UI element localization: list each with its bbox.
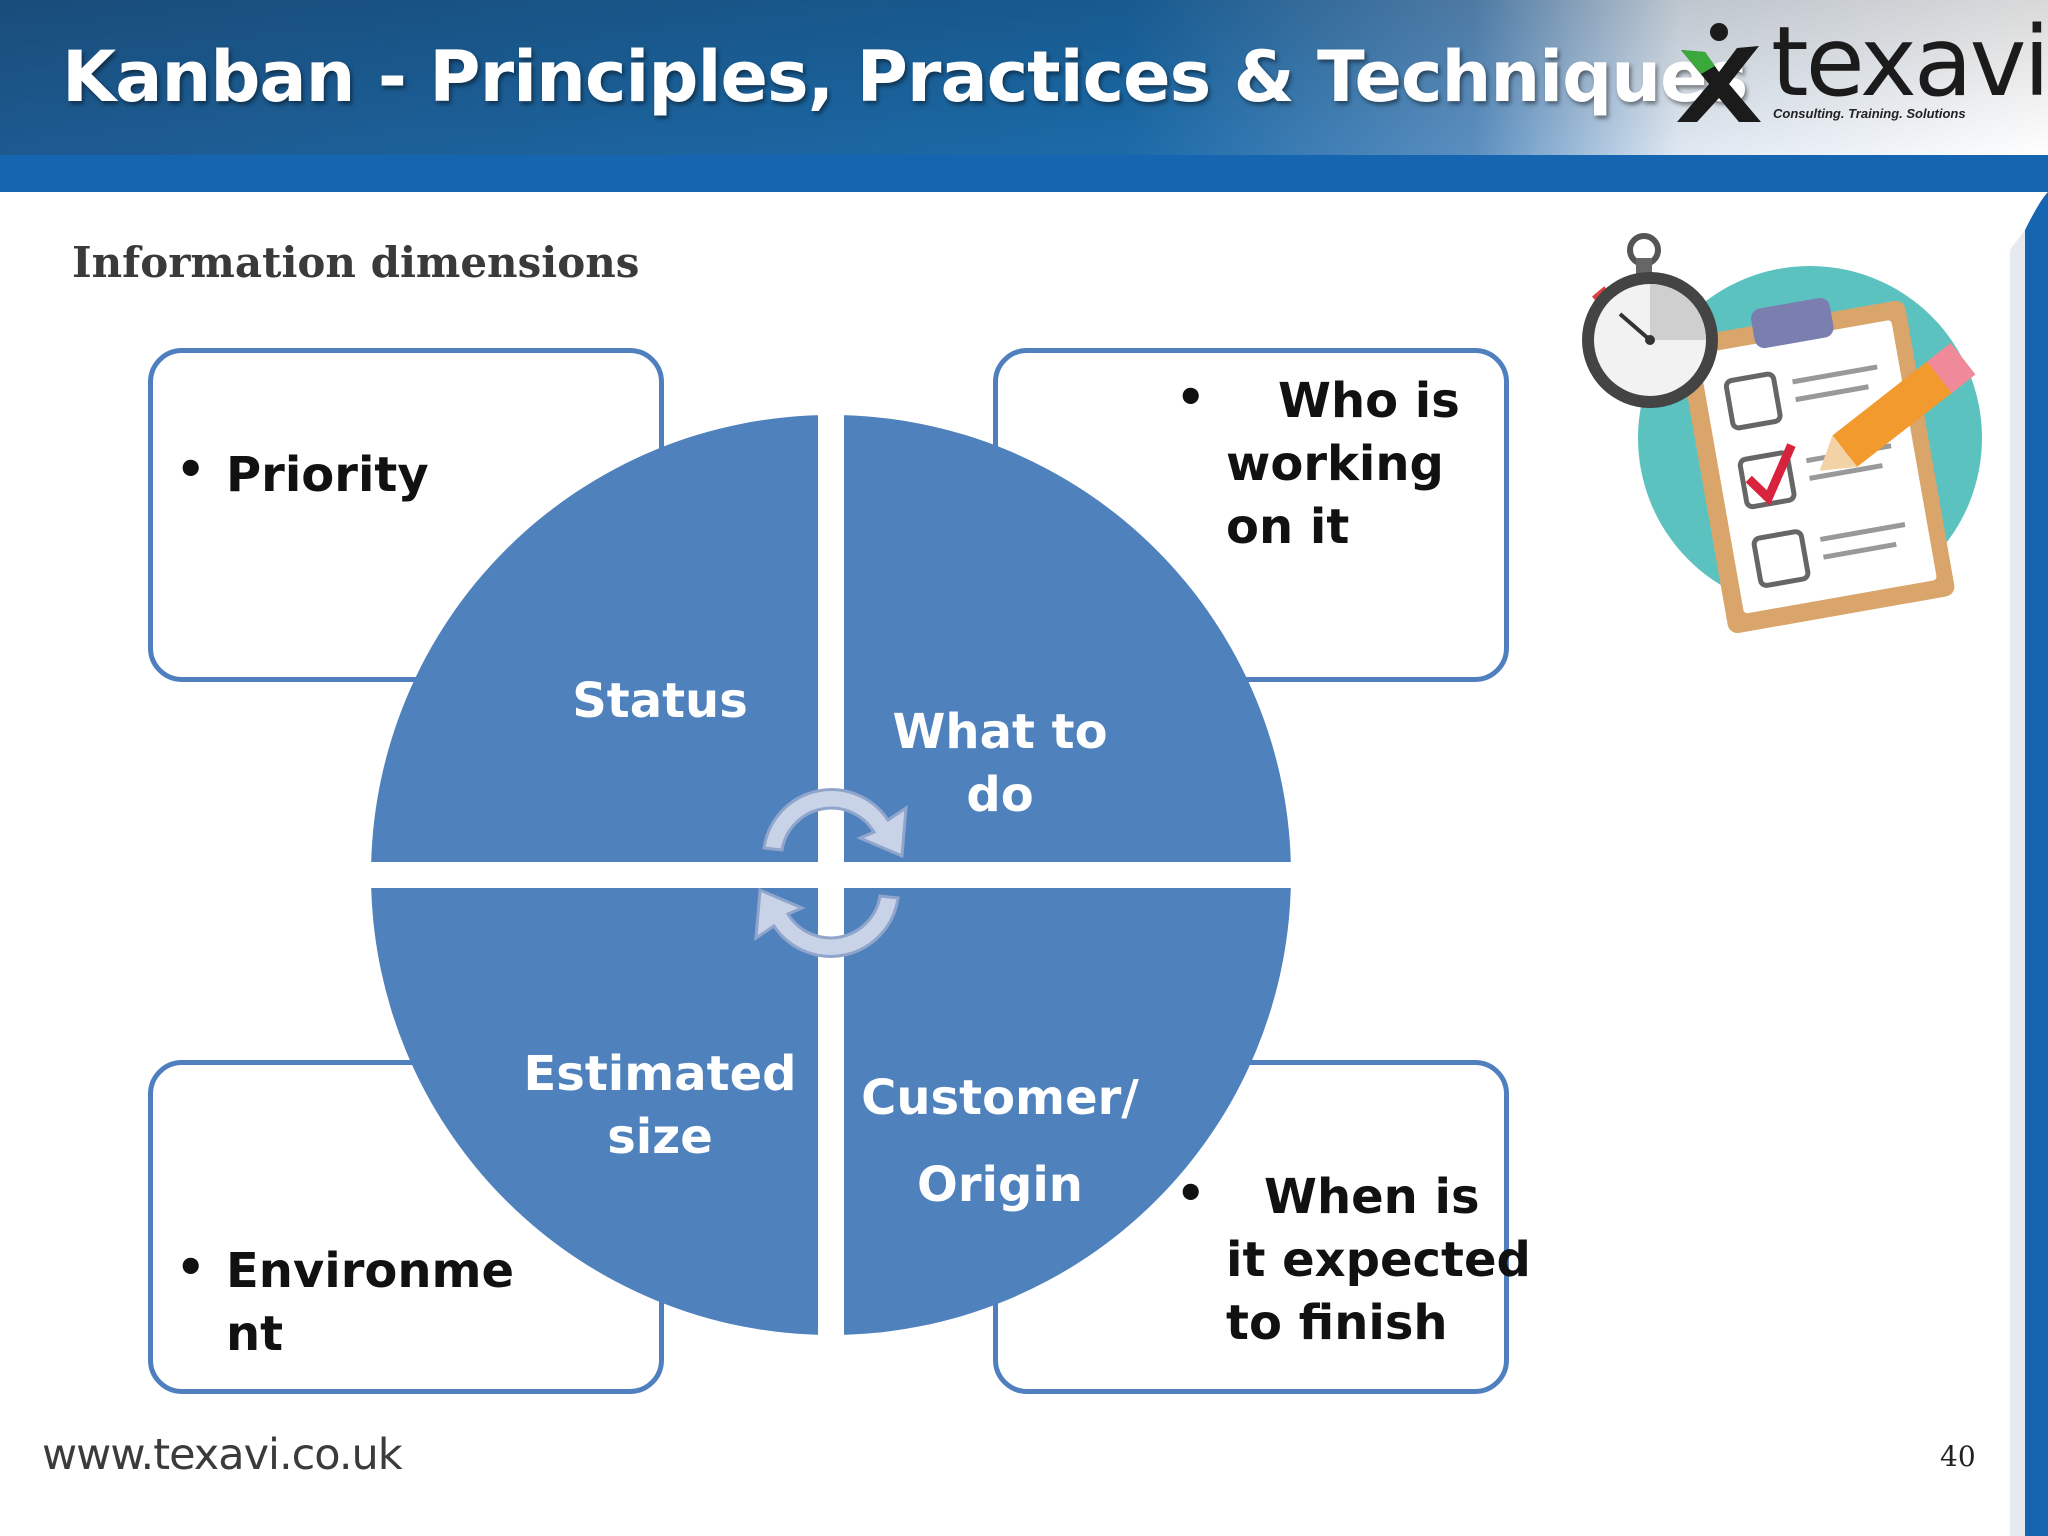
page-title: Kanban - Principles, Practices & Techniq… bbox=[62, 36, 1748, 118]
quadrant-label-text: Status bbox=[572, 673, 748, 729]
cycle-arrows-icon bbox=[754, 788, 908, 958]
stopwatch bbox=[1582, 233, 1718, 408]
bullet-environment: Environme nt bbox=[226, 1243, 515, 1362]
footer-website: www.texavi.co.uk bbox=[42, 1430, 403, 1480]
quadrant-label-what-to-do: What to do bbox=[880, 638, 1120, 827]
quadrant-label-status: Status bbox=[560, 670, 760, 733]
bullet-marker: • bbox=[176, 1240, 206, 1294]
bullet-marker: • bbox=[1176, 370, 1206, 424]
slide-subtitle: Information dimensions bbox=[72, 238, 640, 287]
logo-mark-icon bbox=[1677, 23, 1761, 122]
logo-tagline: Consulting. Training. Solutions bbox=[1773, 106, 1966, 121]
logo-wordmark: texavi bbox=[1771, 6, 2048, 118]
bullet-who-is-working: Who is working on it bbox=[1226, 373, 1460, 555]
quadrant-top-left bbox=[371, 415, 818, 862]
page-number: 40 bbox=[1940, 1440, 1976, 1473]
pie-quadrants bbox=[371, 415, 1291, 1335]
bullet-priority: Priority bbox=[226, 447, 429, 503]
texavi-logo: texavi Consulting. Training. Solutions bbox=[1675, 14, 2048, 128]
quadrant-label-text: Estimated size bbox=[523, 1046, 797, 1165]
bullet-marker: • bbox=[176, 442, 206, 496]
quadrant-label-estimated-size: Estimated size bbox=[520, 980, 800, 1169]
header-bar: Kanban - Principles, Practices & Techniq… bbox=[0, 0, 2048, 192]
quadrant-pie bbox=[371, 415, 1291, 1335]
checklist-stopwatch-icon bbox=[1582, 233, 1982, 634]
quadrant-label-text: Customer/ Origin bbox=[861, 1070, 1139, 1213]
bullet-marker: • bbox=[1176, 1166, 1206, 1220]
quadrant-label-customer-origin: Customer/ Origin bbox=[860, 968, 1140, 1229]
bullet-when-expected-finish: When is it expected to finish bbox=[1226, 1169, 1531, 1351]
quadrant-label-text: What to do bbox=[892, 704, 1108, 823]
